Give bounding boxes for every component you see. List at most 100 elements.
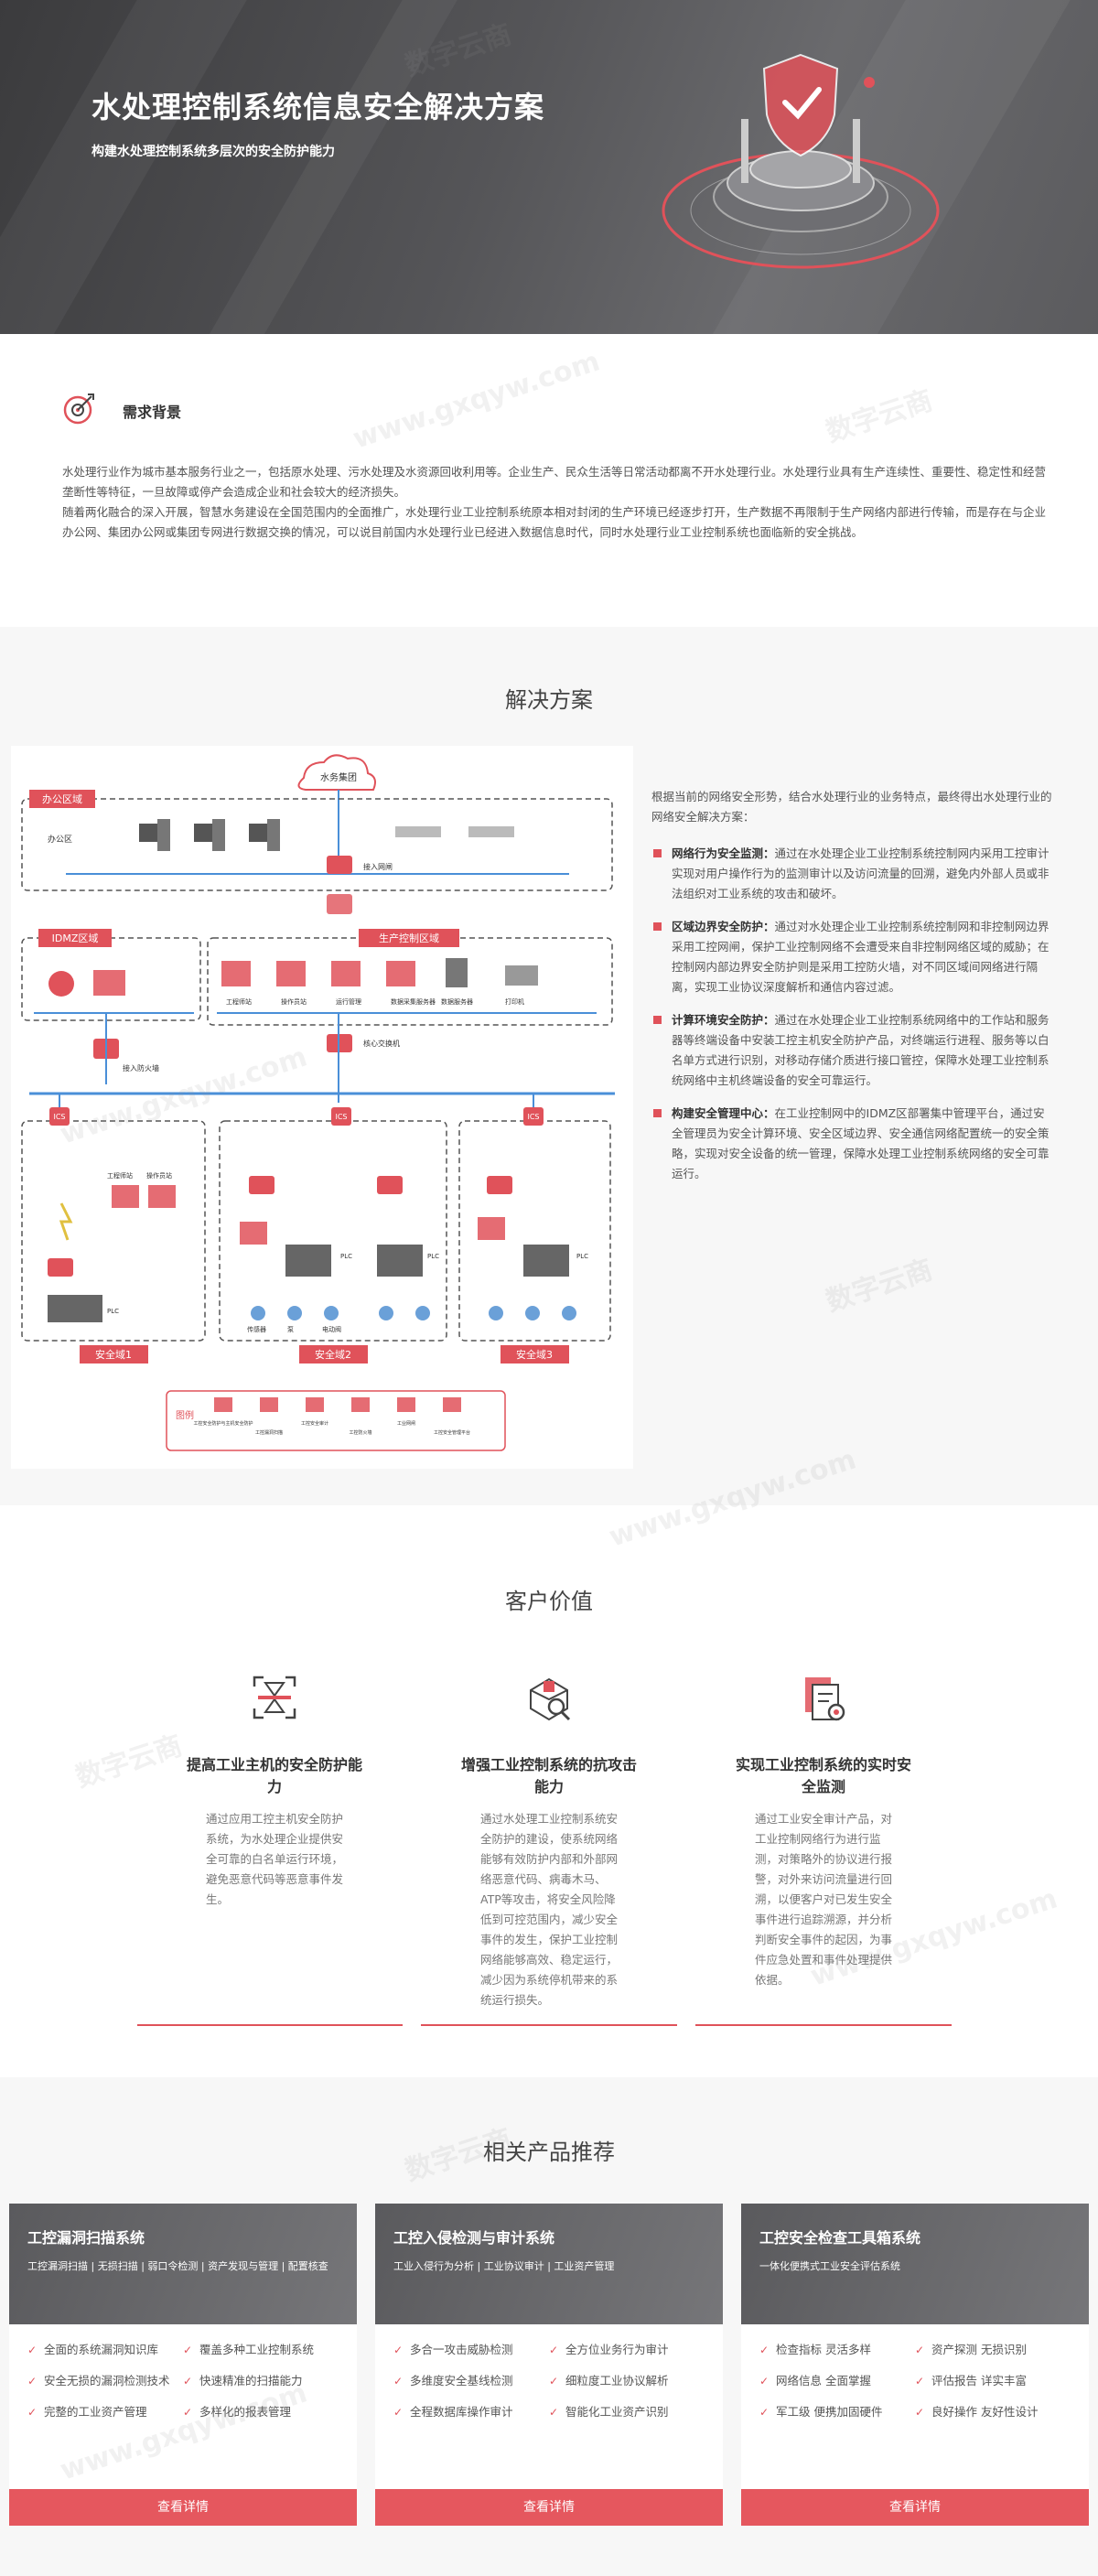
- check-icon: ✓: [549, 2406, 559, 2419]
- hero-banner: 水处理控制系统信息安全解决方案 构建水处理控制系统多层次的安全防护能力: [0, 0, 1098, 334]
- check-icon: ✓: [183, 2344, 193, 2356]
- value-card-underline: [421, 2024, 677, 2026]
- hero-title: 水处理控制系统信息安全解决方案: [92, 90, 545, 124]
- need-title: 需求背景: [123, 404, 182, 421]
- bullet-square-icon: [653, 1109, 662, 1117]
- product-card[interactable]: 工控安全检查工具箱系统 一体化便携式工业安全评估系统 ✓检查指标 灵活多样 ✓资…: [741, 2204, 1089, 2526]
- document-gear-icon: [805, 1677, 845, 1721]
- product-card-header: 工控漏洞扫描系统 工控漏洞扫描 | 无损扫描 | 弱口令检测 | 资产发现与管理…: [9, 2204, 357, 2324]
- solution-text: 根据当前的网络安全形势，结合水处理行业的业务特点，最终得出水处理行业的网络安全解…: [651, 787, 1054, 1197]
- value-card-desc: 通过应用工控主机安全防护系统，为水处理企业提供安全可靠的白名单运行环境，避免恶意…: [206, 1812, 344, 1906]
- legend-box: [166, 1390, 506, 1451]
- svg-text:PLC: PLC: [107, 1308, 119, 1315]
- product-card-header: 工控安全检查工具箱系统 一体化便携式工业安全评估系统: [741, 2204, 1089, 2324]
- product-card[interactable]: 工控入侵检测与审计系统 工业入侵行为分析 | 工业协议审计 | 工业资产管理 ✓…: [375, 2204, 723, 2526]
- legend-item: 工控安全审计: [301, 1420, 328, 1427]
- need-paragraph: 水处理行业作为城市基本服务行业之一，包括原水处理、污水处理及水资源回收利用等。企…: [62, 462, 1050, 543]
- solution-item: 区域边界安全防护：通过对水处理企业工业控制系统控制网和非控制网边界采用工控网闸，…: [651, 917, 1054, 997]
- office-zone-tag: [29, 790, 95, 808]
- solution-item-text: 通过在水处理企业工业控制系统控制网内采用工控审计实现对用户操作行为的监测审计以及…: [672, 846, 1050, 900]
- prod-device-label: 数据采集服务器: [391, 997, 436, 1006]
- gateway3-label: 核心交换机: [363, 1039, 400, 1048]
- svg-text:PLC: PLC: [576, 1253, 588, 1260]
- prod-device-label: 数据服务器: [441, 997, 473, 1006]
- value-card-desc: 通过工业安全审计产品，对工业控制网络行为进行监测，对策略外的协议进行报警，对外来…: [755, 1812, 893, 1987]
- office-label: 办公区: [48, 834, 72, 845]
- product-features: ✓全面的系统漏洞知识库 ✓覆盖多种工业控制系统 ✓安全无损的漏洞检测技术 ✓快速…: [9, 2324, 357, 2434]
- prod-zone-label: 生产控制区域: [379, 932, 439, 944]
- office-zone-box: [21, 798, 613, 891]
- prod-device-label: 操作员站: [281, 997, 307, 1006]
- solution-title: 解决方案: [505, 687, 593, 713]
- svg-text:PLC: PLC: [340, 1253, 352, 1260]
- product-title: 工控入侵检测与审计系统: [393, 2229, 555, 2247]
- solution-item: 构建安全管理中心：在工业控制网中的IDMZ区部署集中管理平台，通过安全管理员为安…: [651, 1104, 1054, 1184]
- zone1-devices: [48, 1185, 176, 1322]
- solution-section: 解决方案 水务集团 办公区域 办公区 接入网闸: [0, 627, 1098, 1505]
- idmz-zone-label: IDMZ区域: [52, 932, 99, 944]
- check-icon: ✓: [915, 2406, 925, 2419]
- svg-text:操作员站: 操作员站: [146, 1171, 172, 1180]
- group-label: 水务集团: [320, 771, 357, 783]
- solution-item-text: 通过在水处理企业工业控制系统网络中的工作站和服务器等终端设备中安装工控主机安全防…: [672, 1013, 1050, 1087]
- feature-item: ✓安全无损的漏洞检测技术: [27, 2372, 183, 2390]
- need-paragraph-2: 随着两化融合的深入开展，智慧水务建设在全国范围内的全面推广，水处理行业工业控制系…: [62, 505, 1047, 539]
- need-background-section: 需求背景 水处理行业作为城市基本服务行业之一，包括原水处理、污水处理及水资源回收…: [0, 334, 1098, 627]
- svg-text:PLC: PLC: [427, 1253, 439, 1260]
- value-card-title: 提高工业主机的安全防护能力: [186, 1756, 362, 1795]
- hero-stripe: [0, 0, 258, 334]
- feature-item: ✓评估报告 详实丰富: [915, 2372, 1071, 2390]
- svg-text:工程师站: 工程师站: [107, 1171, 133, 1180]
- cloud-icon: 水务集团: [297, 754, 376, 791]
- target-icon: [63, 393, 94, 425]
- check-icon: ✓: [183, 2375, 193, 2387]
- zone2-tag: [299, 1345, 368, 1363]
- legend-item: 工控安全防护与主机安全防护: [193, 1420, 253, 1427]
- zone3-label: 安全域3: [516, 1348, 553, 1361]
- scan-icon: [253, 1676, 296, 1719]
- legend-title: 图例: [176, 1409, 194, 1421]
- zone2-label: 安全域2: [315, 1348, 351, 1361]
- svg-text:电动阀: 电动阀: [322, 1325, 341, 1333]
- feature-item: ✓多样化的报表管理: [183, 2403, 339, 2421]
- check-icon: ✓: [393, 2375, 404, 2387]
- prod-device-label: 打印机: [505, 997, 524, 1006]
- value-card-title: 增强工业控制系统的抗攻击能力: [460, 1756, 637, 1795]
- zone3-devices: [478, 1176, 576, 1320]
- product-tags: 工控漏洞扫描 | 无损扫描 | 弱口令检测 | 资产发现与管理 | 配置核查: [27, 2260, 328, 2272]
- feature-item: ✓细粒度工业协议解析: [549, 2372, 705, 2390]
- zone1-tag: [80, 1345, 148, 1363]
- product-tags: 工业入侵行为分析 | 工业协议审计 | 工业资产管理: [393, 2260, 615, 2272]
- view-details-button[interactable]: 查看详情: [9, 2489, 357, 2526]
- view-details-button[interactable]: 查看详情: [741, 2489, 1089, 2526]
- feature-item: ✓全面的系统漏洞知识库: [27, 2341, 183, 2359]
- check-icon: ✓: [549, 2344, 559, 2356]
- solution-item: 计算环境安全防护：通过在水处理企业工业控制系统网络中的工作站和服务器等终端设备中…: [651, 1010, 1054, 1091]
- solution-item-head: 计算环境安全防护：: [672, 1013, 775, 1027]
- check-icon: ✓: [393, 2406, 404, 2419]
- check-icon: ✓: [759, 2375, 770, 2387]
- zone3-box: [458, 1120, 611, 1342]
- value-card: 提高工业主机的安全防护能力 通过应用工控主机安全防护系统，为水处理企业提供安全可…: [156, 1670, 393, 1910]
- related-products-section: 相关产品推荐 工控漏洞扫描系统 工控漏洞扫描 | 无损扫描 | 弱口令检测 | …: [0, 2077, 1098, 2576]
- value-card-title: 实现工业控制系统的实时安全监测: [735, 1756, 911, 1795]
- solution-item-head: 网络行为安全监测：: [672, 846, 775, 860]
- value-card: 增强工业控制系统的抗攻击能力 通过水处理工业控制系统安全防护的建设，使系统网络能…: [430, 1670, 668, 2010]
- need-paragraph-1: 水处理行业作为城市基本服务行业之一，包括原水处理、污水处理及水资源回收利用等。企…: [62, 465, 1047, 499]
- zone2-devices: [240, 1176, 430, 1320]
- zone3-tag: [501, 1345, 569, 1363]
- network-architecture-diagram: 水务集团 办公区域 办公区 接入网闸 IDMZ区域: [11, 746, 633, 1469]
- feature-item: ✓军工级 便携加固硬件: [759, 2403, 915, 2421]
- product-card[interactable]: 工控漏洞扫描系统 工控漏洞扫描 | 无损扫描 | 弱口令检测 | 资产发现与管理…: [9, 2204, 357, 2526]
- view-details-button[interactable]: 查看详情: [375, 2489, 723, 2526]
- zone1-label: 安全域1: [95, 1348, 132, 1361]
- hero-stripe: [190, 0, 468, 334]
- check-icon: ✓: [27, 2344, 38, 2356]
- zone1-box: [21, 1120, 206, 1342]
- feature-item: ✓智能化工业资产识别: [549, 2403, 705, 2421]
- svg-text:ICS: ICS: [527, 1113, 539, 1121]
- feature-item: ✓全程数据库操作审计: [393, 2403, 549, 2421]
- feature-item: ✓多合一攻击威胁检测: [393, 2341, 549, 2359]
- prod-devices: [221, 958, 538, 987]
